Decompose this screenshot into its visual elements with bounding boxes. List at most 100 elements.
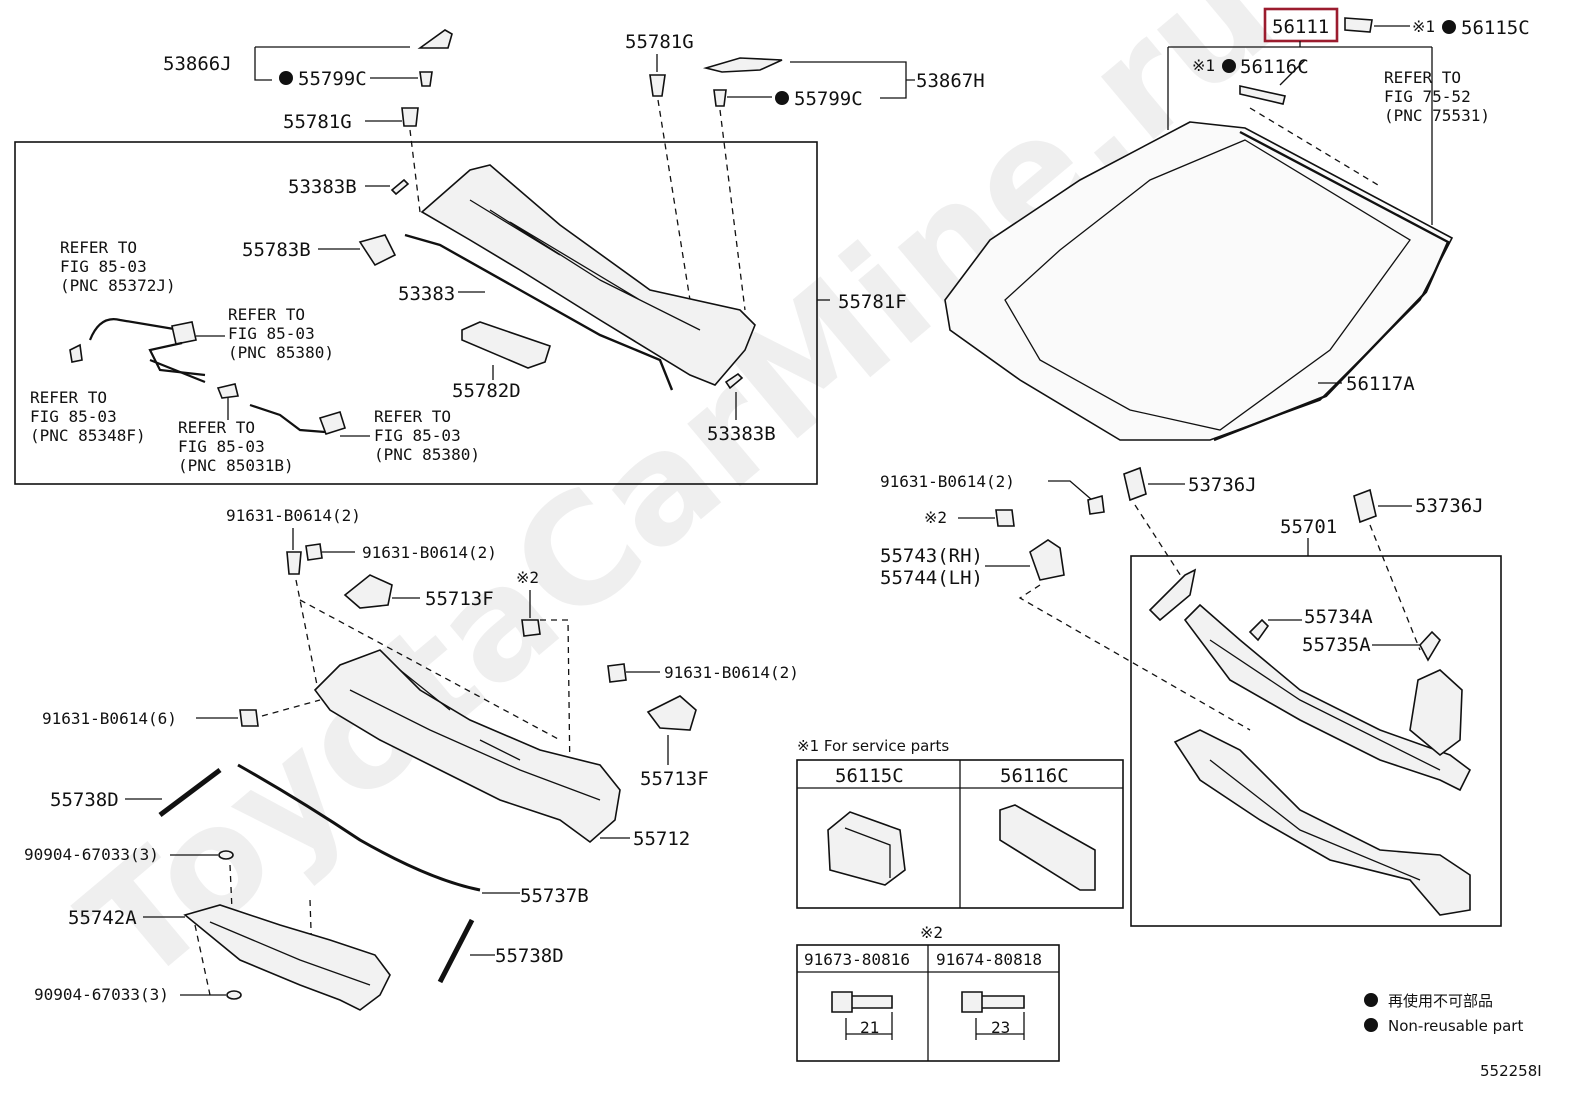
windshield-molding-56117A-shape: [1213, 130, 1450, 442]
label-56116C[interactable]: 56116C: [1240, 56, 1309, 78]
bolt-91674-shape: [961, 991, 1025, 1013]
seal-53383-shape: [404, 233, 674, 391]
panel-rib: [1209, 759, 1421, 881]
label-55782D[interactable]: 55782D: [452, 380, 521, 402]
cowl-panel-lower-shape: [1173, 729, 1471, 916]
refer-note-r2: REFER TO FIG 85-03 (PNC 85380): [228, 305, 334, 362]
label-55713F-b[interactable]: 55713F: [640, 768, 709, 790]
mark2-c: ※2: [920, 923, 943, 942]
bolt-91674-length: 23: [991, 1018, 1010, 1037]
label-55713F-a[interactable]: 55713F: [425, 588, 494, 610]
dashed-guide: [194, 924, 211, 996]
label-56111[interactable]: 56111: [1272, 16, 1329, 38]
nonreusable-dot: [775, 91, 789, 105]
bolt-header-91674-80818: 91674-80818: [936, 950, 1042, 969]
panel-rib: [209, 921, 371, 986]
highlight-box-56111: [1263, 7, 1339, 43]
label-90904-a[interactable]: 90904-67033(3): [24, 845, 159, 864]
leader-line: [1048, 480, 1093, 501]
legend-dot-en: [1364, 1018, 1378, 1032]
panel-rib: [1209, 639, 1441, 771]
label-53736J-b[interactable]: 53736J: [1415, 495, 1484, 517]
label-53383B-b[interactable]: 53383B: [707, 423, 776, 445]
dashed-guide: [657, 99, 691, 301]
label-91631-a[interactable]: 91631-B0614(2): [880, 472, 1015, 491]
dashed-guide: [1018, 584, 1251, 731]
label-55744[interactable]: 55744(LH): [880, 567, 983, 589]
label-91631-b[interactable]: 91631-B0614(2): [226, 506, 361, 525]
clip-55799C-b-shape: [713, 89, 727, 107]
label-53736J-a[interactable]: 53736J: [1188, 474, 1257, 496]
label-55781G-a[interactable]: 55781G: [283, 111, 352, 133]
cowl-louver-55781F-shape: [420, 164, 756, 386]
seal-53383B-a-shape: [390, 178, 410, 196]
label-55712[interactable]: 55712: [633, 828, 690, 850]
bolt-mark2-b-shape: [521, 619, 541, 637]
label-53383B-a[interactable]: 53383B: [288, 176, 357, 198]
seal-55738D-b-shape: [437, 918, 475, 984]
refer-note-r6: REFER TO FIG 75-52 (PNC 75531): [1384, 68, 1490, 125]
label-55701[interactable]: 55701: [1280, 516, 1337, 538]
label-55799C-b[interactable]: 55799C: [794, 88, 863, 110]
label-55781G-b[interactable]: 55781G: [625, 31, 694, 53]
bolt-91631-c-shape: [305, 543, 323, 561]
bolt-header-91673-80816: 91673-80816: [804, 950, 910, 969]
label-55799C-a[interactable]: 55799C: [298, 68, 367, 90]
nonreusable-dot: [1442, 20, 1456, 34]
label-55737B[interactable]: 55737B: [520, 885, 589, 907]
label-91631-d[interactable]: 91631-B0614(2): [664, 663, 799, 682]
label-91631-e[interactable]: 91631-B0614(6): [42, 709, 177, 728]
dashed-guide: [540, 619, 571, 781]
label-90904-b[interactable]: 90904-67033(3): [34, 985, 169, 1004]
seal-55782D-shape: [461, 321, 551, 369]
service-header-56115C: 56115C: [835, 765, 904, 787]
mark1-b: ※1: [1192, 56, 1215, 75]
bolt-mark2-a-shape: [995, 509, 1015, 527]
label-55743[interactable]: 55743(RH): [880, 545, 983, 567]
refer-note-r1: REFER TO FIG 85-03 (PNC 85372J): [60, 238, 176, 295]
legend-text-jp: 再使用不可部品: [1388, 992, 1493, 1010]
bolt-91631-d-shape: [607, 663, 627, 683]
label-53866J[interactable]: 53866J: [163, 53, 232, 75]
label-56115C[interactable]: 56115C: [1461, 17, 1530, 39]
label-91631-c[interactable]: 91631-B0614(2): [362, 543, 497, 562]
bolt-91631-e-shape: [239, 709, 259, 727]
part-55734A-shape: [1248, 618, 1270, 642]
label-55738D-a[interactable]: 55738D: [50, 789, 119, 811]
label-56117A[interactable]: 56117A: [1346, 373, 1415, 395]
seal-55738D-a-shape: [158, 768, 222, 817]
bracket-right-shape: [1409, 669, 1463, 757]
clip-53867H-shape: [702, 57, 783, 73]
leader-line: [1279, 59, 1306, 86]
bolt-91674-dimension: [975, 1012, 1025, 1040]
dashed-guide: [261, 579, 561, 741]
part-55735A-shape: [1419, 630, 1442, 662]
dashed-guide: [1134, 504, 1421, 651]
hose-clip: [69, 343, 83, 363]
washer-hose-c: [149, 358, 206, 384]
bracket-55713F-a-shape: [343, 574, 393, 609]
label-53383[interactable]: 53383: [398, 283, 455, 305]
cowl-panel-upper-shape: [1183, 603, 1472, 792]
label-55781F[interactable]: 55781F: [838, 291, 907, 313]
mark2-a: ※2: [924, 508, 947, 527]
dashed-guide: [1249, 107, 1379, 186]
refer-note-r4: REFER TO FIG 85-03 (PNC 85031B): [178, 418, 294, 475]
label-55735A[interactable]: 55735A: [1302, 634, 1371, 656]
label-55734A[interactable]: 55734A: [1304, 606, 1373, 628]
part-53736J-a-shape: [1123, 466, 1147, 502]
windshield-inner-line: [1004, 139, 1411, 431]
clip-55781G-b-shape: [649, 74, 666, 97]
cowl-top-group-box: [14, 141, 818, 485]
label-53867H[interactable]: 53867H: [916, 70, 985, 92]
label-55783B[interactable]: 55783B: [242, 239, 311, 261]
service-header-56116C: 56116C: [1000, 765, 1069, 787]
service-table-grid: [797, 760, 1123, 908]
bolt-91673-shape: [831, 991, 893, 1013]
seal-left-shape: [1148, 568, 1197, 622]
bolt-91631-a-shape: [1087, 494, 1105, 515]
label-55738D-b[interactable]: 55738D: [495, 945, 564, 967]
label-55742A[interactable]: 55742A: [68, 907, 137, 929]
nonreusable-dot: [279, 71, 293, 85]
